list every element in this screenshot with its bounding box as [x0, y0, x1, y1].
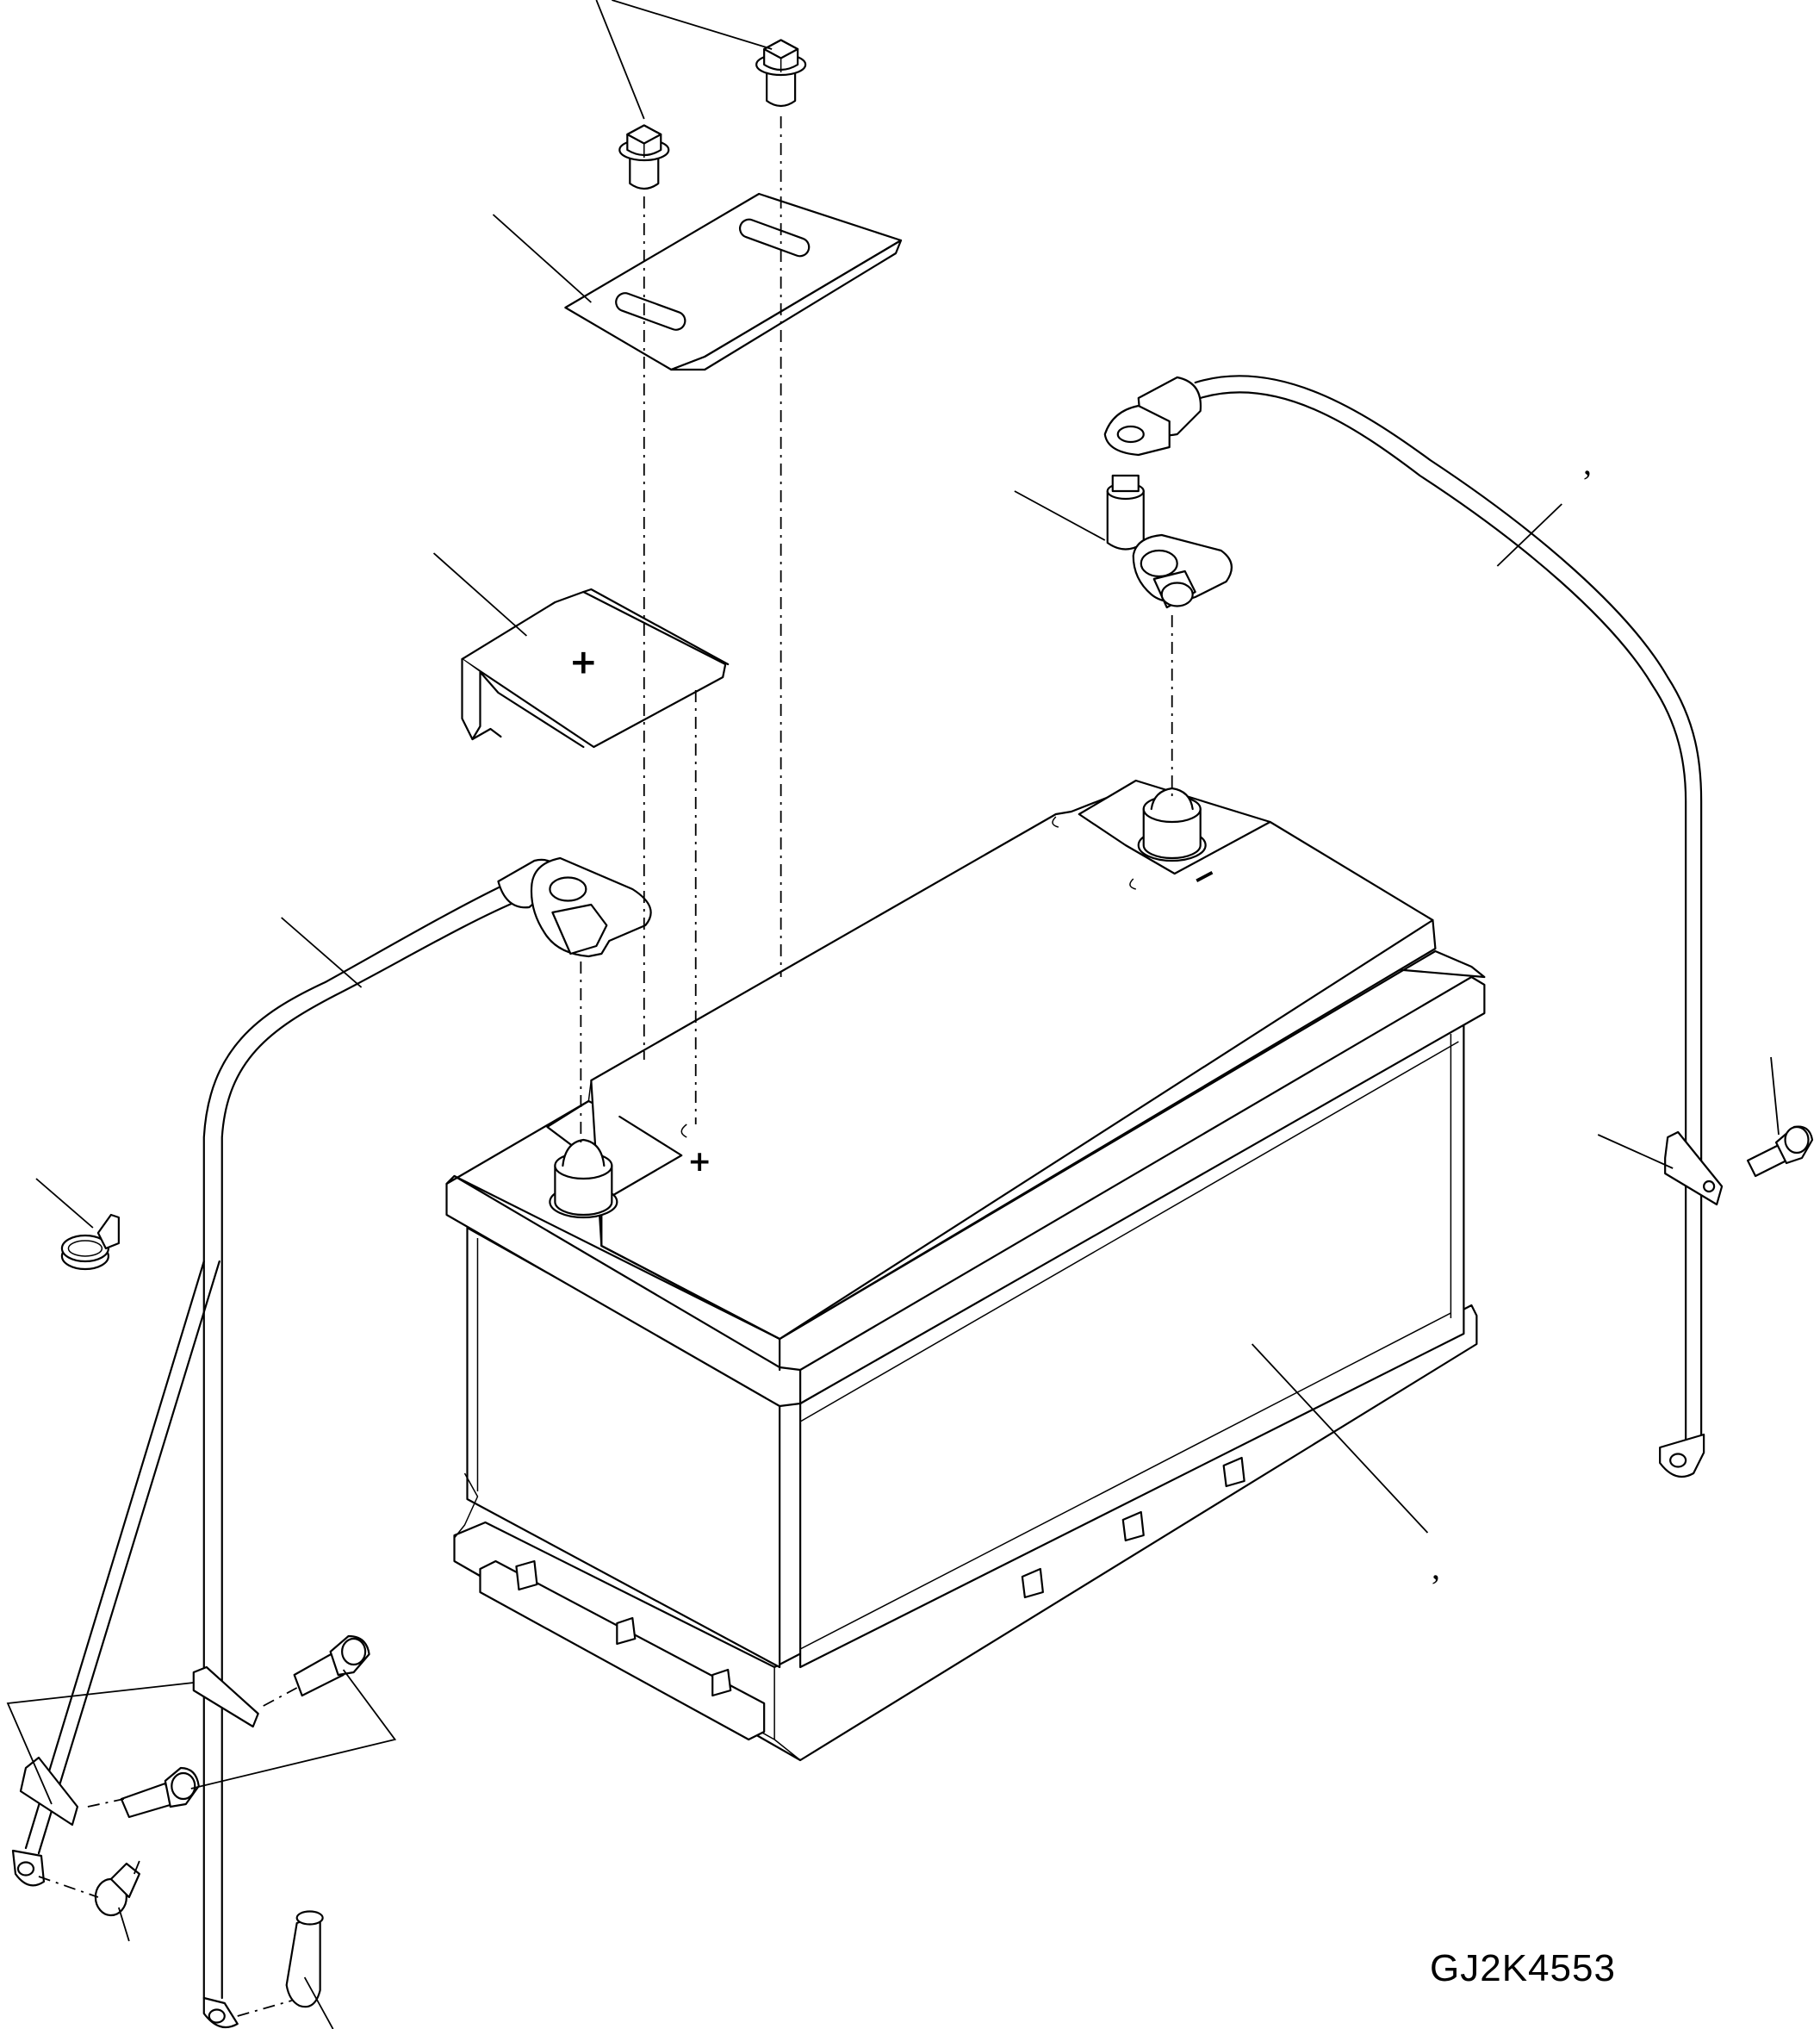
- positive-cable-leader: [282, 918, 362, 987]
- terminal-boot-leader: [305, 1977, 333, 2029]
- battery-leader: [1252, 1344, 1428, 1533]
- terminal-boot: [287, 1912, 323, 2007]
- positive-post: [550, 1140, 617, 1217]
- terminal-cap-leader: [119, 1908, 129, 1941]
- clamp-bolt: [1748, 1127, 1812, 1176]
- cable-clamp: [194, 1667, 258, 1727]
- wire-clip: [62, 1215, 119, 1269]
- clamp-leader: [8, 1683, 194, 1804]
- battery: [447, 781, 1485, 1760]
- wire-clip-leader: [36, 1179, 93, 1228]
- hold-down-bracket: [565, 194, 901, 370]
- secondary-cable: [13, 1261, 220, 1885]
- negative-terminal-clamp: [1108, 476, 1232, 607]
- clamp-bolt-leader: [1771, 1057, 1779, 1135]
- terminal-cap: [96, 1864, 140, 1915]
- terminal-cover-mark: +: [569, 643, 598, 682]
- negative-terminal-clamp-leader: [1015, 491, 1105, 540]
- flange-bolt: [619, 126, 668, 190]
- clamp-bolt-leader: [191, 1670, 395, 1789]
- terminal-cover-leader: [434, 553, 527, 636]
- battery-front-rail: [480, 1561, 764, 1740]
- flange-bolt-leader: [612, 0, 772, 49]
- cable-clamp-leader: [1598, 1135, 1673, 1168]
- positive-cable: [194, 858, 651, 2027]
- terminal-cap-leader: [134, 1861, 140, 1874]
- clamp-bolt: [121, 1768, 199, 1817]
- callout-comma: ’: [1581, 463, 1593, 501]
- assembly-center-lines: [39, 116, 1172, 2016]
- battery-lid-rim-side: [800, 977, 1484, 1403]
- negative-ground-cable-leader: [1497, 504, 1562, 566]
- flange-bolt: [756, 40, 805, 107]
- negative-ground-cable: [1105, 376, 1812, 1477]
- hold-down-bracket-leader: [493, 215, 591, 302]
- terminal-cover: [462, 589, 728, 747]
- drawing-code: GJ2K4553: [1430, 1947, 1616, 1989]
- positive-terminal-clamp: [498, 858, 650, 956]
- clamp-bolt: [295, 1636, 370, 1696]
- callout-comma: ’: [1430, 1567, 1442, 1606]
- cable-clamp: [1665, 1132, 1722, 1204]
- cable-clamp: [21, 1758, 78, 1825]
- negative-post: [1139, 788, 1206, 861]
- flange-bolt-leader: [596, 0, 643, 119]
- positive-post-mark: +: [687, 1144, 711, 1178]
